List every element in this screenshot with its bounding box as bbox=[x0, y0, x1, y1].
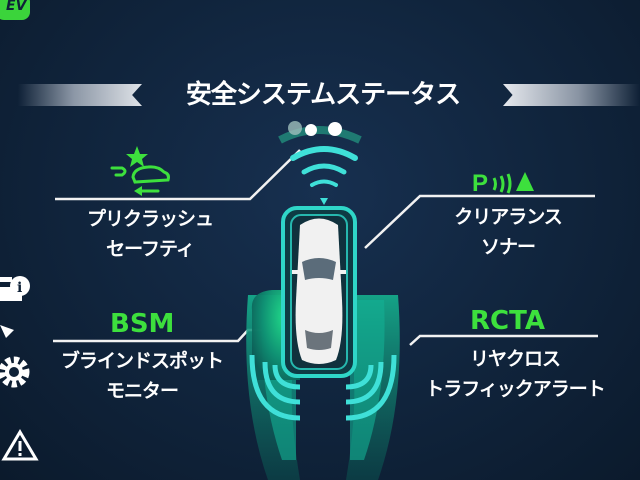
vehicle-info-icon[interactable]: i bbox=[0, 276, 30, 338]
settings-gear-icon[interactable] bbox=[0, 356, 30, 388]
warning-icon[interactable] bbox=[1, 429, 39, 461]
title-band-right bbox=[503, 84, 640, 106]
ev-mode-badge: EV bbox=[0, 0, 30, 20]
title-band-left bbox=[18, 84, 142, 106]
front-sensor-arcs bbox=[290, 146, 358, 187]
svg-text:P: P bbox=[472, 170, 488, 197]
pcs-label: プリクラッシュ セーフティ bbox=[86, 208, 214, 260]
rcta-label: リヤクロス トラフィックアラート bbox=[425, 348, 606, 400]
front-radar-indicator bbox=[278, 121, 362, 144]
svg-text:i: i bbox=[17, 280, 22, 296]
pre-collision-icon bbox=[110, 146, 170, 196]
title-bar: 安全システムステータス bbox=[0, 78, 640, 114]
rcta-indicator: RCTA bbox=[470, 306, 545, 336]
page-title: 安全システムステータス bbox=[185, 80, 461, 110]
bsm-indicator: BSM bbox=[110, 309, 175, 339]
bsm-label: ブラインドスポット モニター bbox=[60, 350, 224, 402]
clearance-sonar-label: クリアランス ソナー bbox=[454, 206, 563, 258]
car-icon bbox=[292, 218, 346, 364]
parking-sonar-icon: P bbox=[472, 170, 534, 197]
rear-sensor-arcs bbox=[249, 354, 397, 421]
